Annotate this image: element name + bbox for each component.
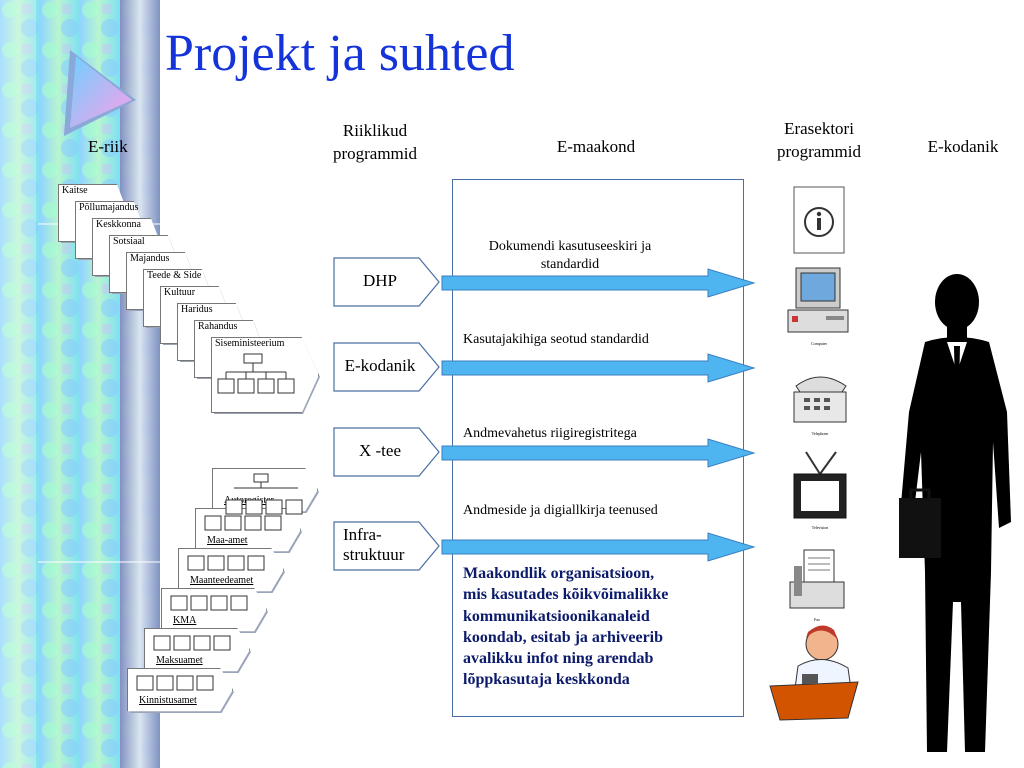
- device-caption: Computer: [811, 341, 827, 346]
- standard-label: Dokumendi kasutuseeskiri ja standardid: [488, 239, 652, 272]
- org-chart-icon: [217, 353, 295, 394]
- agency-boxes-icon: [169, 594, 251, 619]
- maakond-description: Maakondlik organisatsioon, mis kasutades…: [463, 565, 669, 689]
- agency-label: Kinnistusamet: [139, 695, 197, 706]
- telephone-icon: Telephone: [788, 366, 852, 436]
- program-label: DHP: [362, 271, 397, 291]
- ministry-label: Rahandus: [198, 321, 238, 332]
- agency-org-chart-icon: [224, 472, 308, 525]
- info-icon: [793, 186, 845, 254]
- agency-boxes-icon: [135, 674, 217, 699]
- ministry-label: Majandus: [130, 253, 170, 264]
- program-box: Infra- struktuur: [333, 521, 441, 571]
- standard-label: Andmeside ja digiallkirja teenused: [463, 503, 658, 518]
- decorative-side-stripe: [0, 0, 160, 768]
- phone-operator-icon: [768, 622, 862, 722]
- header-erasektori-programmid: Erasektori programmid: [776, 119, 862, 161]
- agency-card: Kinnistusamet: [127, 668, 234, 742]
- computer-icon: Computer: [786, 264, 852, 346]
- agency-boxes-icon: [186, 554, 268, 579]
- agency-card: Maanteedeamet: [178, 548, 285, 622]
- agency-card: KMA: [161, 588, 268, 662]
- program-box: DHP: [333, 257, 441, 307]
- agency-boxes-icon: [152, 634, 234, 659]
- program-label: Infra- struktuur: [343, 525, 405, 564]
- device-caption: Fax: [814, 617, 820, 622]
- page-title: Projekt ja suhted: [165, 25, 515, 82]
- header-riiklikud-programmid: Riiklikud programmid: [332, 121, 418, 163]
- agency-label: Maksuamet: [156, 655, 203, 666]
- device-caption: Television: [811, 525, 829, 530]
- agency-label: KMA: [173, 615, 197, 626]
- ministry-label: Põllumajandus: [79, 202, 139, 213]
- ministry-label: Sotsiaal: [113, 236, 145, 247]
- program-box: X -tee: [333, 427, 441, 477]
- agency-card: Maksuamet: [144, 628, 251, 702]
- flow-arrow: [441, 438, 756, 468]
- header-e-kodanik: E-kodanik: [927, 137, 999, 156]
- flow-arrow: [441, 268, 756, 298]
- agency-label: Maa-amet: [207, 535, 248, 546]
- flow-arrow: [441, 532, 756, 562]
- businessman-silhouette-icon: [899, 274, 1011, 752]
- standard-label: Andmevahetus riigiregistritega: [463, 426, 637, 441]
- program-label: X -tee: [358, 441, 401, 461]
- device-caption: Telephone: [811, 431, 829, 436]
- fax-icon: Fax: [788, 548, 846, 622]
- ministry-label: Keskkonna: [96, 219, 141, 230]
- program-label: E-kodanik: [344, 356, 416, 376]
- ministry-label: Teede & Side: [147, 270, 202, 281]
- header-e-maakond: E-maakond: [556, 137, 636, 156]
- ministry-label: Haridus: [181, 304, 213, 315]
- agency-boxes-icon: [203, 514, 285, 539]
- flow-arrow: [441, 353, 756, 383]
- program-box: E-kodanik: [333, 342, 441, 392]
- ministry-card: Siseministeerium: [211, 337, 321, 417]
- ministry-label: Kultuur: [164, 287, 196, 298]
- ministry-label: Kaitse: [62, 185, 88, 196]
- standard-label: Kasutajakihiga seotud standardid: [463, 332, 649, 347]
- ministry-label: Siseministeerium: [215, 338, 285, 349]
- header-e-riik: E-riik: [88, 137, 128, 156]
- agency-card: Maa-amet: [195, 508, 302, 582]
- agency-label: Maanteedeamet: [190, 575, 254, 586]
- television-icon: Television: [792, 450, 848, 530]
